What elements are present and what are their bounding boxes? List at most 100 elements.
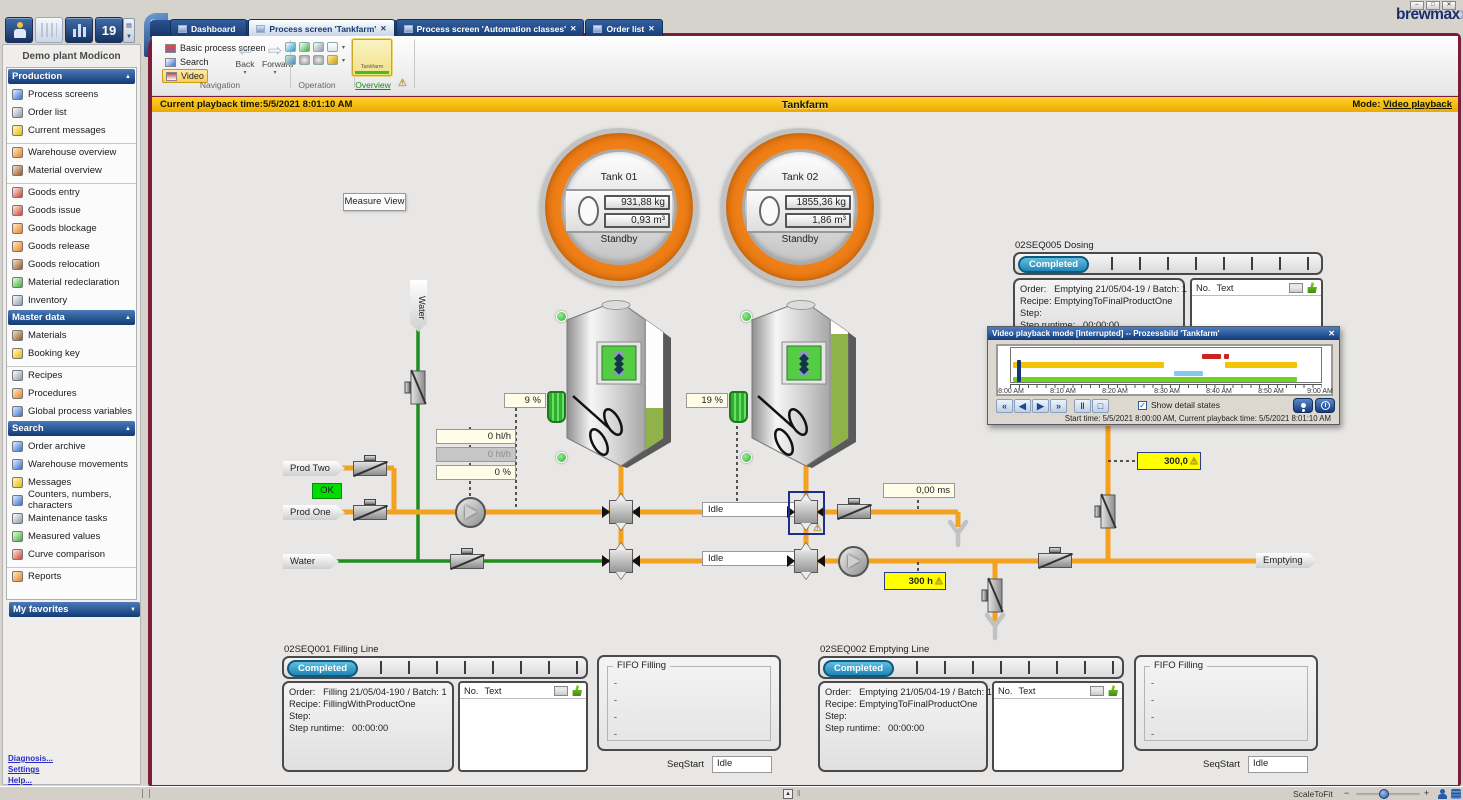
fast-forward-button[interactable]: » (1050, 399, 1067, 413)
transfer-valve[interactable] (837, 504, 871, 519)
timeline-playhead[interactable] (1016, 360, 1021, 382)
play-button[interactable]: ▶ (1032, 399, 1049, 413)
prod-two-valve[interactable] (353, 461, 387, 476)
sidebar-item[interactable]: Current messages (7, 121, 136, 139)
chevron-down-icon[interactable]: ▾ (243, 70, 247, 76)
water-tag[interactable]: Water (283, 554, 339, 569)
dosing-line-valve[interactable] (1100, 494, 1116, 529)
list-icon[interactable] (554, 685, 568, 696)
tank02-gauge[interactable]: Tank 02 1855,36 kg 1,86 m³ Standby (721, 128, 879, 286)
tab-close-icon[interactable]: ✕ (648, 24, 655, 33)
disabled-action-icon[interactable] (299, 55, 310, 65)
close-icon[interactable]: ✕ (1328, 329, 1335, 338)
water-source-tag[interactable]: Water (410, 280, 427, 332)
thumb-up-icon[interactable] (1307, 282, 1317, 293)
tab[interactable]: Process screen 'Automation classes' ✕ (395, 19, 585, 37)
prod-line-pump[interactable] (455, 497, 486, 528)
tank01-mass[interactable]: 931,88 kg (604, 194, 670, 210)
tank02-vessel[interactable] (748, 296, 862, 472)
sidebar-item[interactable]: Goods issue (7, 201, 136, 219)
sidebar-item[interactable]: Recipes (7, 366, 136, 384)
water-line-valve[interactable] (450, 554, 484, 569)
sidebar-item[interactable]: Goods blockage (7, 219, 136, 237)
section-header-master-data[interactable]: Master data▲ (8, 310, 135, 325)
scale-mode-label[interactable]: ScaleToFit (1293, 789, 1333, 799)
stop-button[interactable]: □ (1092, 399, 1109, 413)
thumb-tool-icon[interactable] (327, 55, 338, 65)
sidebar-item[interactable]: Curve comparison (7, 545, 136, 563)
grid-tool-icon[interactable] (285, 55, 296, 65)
sidebar-item[interactable]: Counters, numbers, characters (7, 489, 136, 511)
tab[interactable]: Dashboard (170, 19, 248, 37)
chevron-down-icon[interactable]: ▾ (342, 58, 346, 64)
seqstart-value[interactable]: Idle (1248, 756, 1308, 773)
sidebar-item[interactable]: Materials (7, 326, 136, 344)
sidebar-item[interactable]: Warehouse overview (7, 143, 136, 161)
sidebar-link[interactable]: Settings (8, 765, 40, 774)
sidebar-item[interactable]: Goods relocation (7, 255, 136, 273)
section-header-favorites[interactable]: My favorites▼ (9, 602, 140, 617)
tab[interactable]: Order list ✕ (585, 19, 663, 37)
list-icon[interactable] (1289, 282, 1303, 293)
seq001-status-badge[interactable]: Completed (287, 660, 359, 677)
sidebar-item[interactable]: Reports (7, 567, 136, 585)
seq002-step-bar[interactable]: Completed (818, 656, 1124, 679)
agitator1-speed[interactable]: 9 % (504, 393, 546, 408)
prod-one-tag[interactable]: Prod One (283, 505, 345, 520)
select-tool-icon[interactable] (285, 42, 296, 52)
drain-valve[interactable] (987, 578, 1003, 613)
sidebar-item[interactable]: Procedures (7, 384, 136, 402)
chevron-down-icon[interactable]: ▾ (273, 70, 277, 76)
user-status-icon[interactable] (1438, 789, 1447, 799)
timeline-plot[interactable] (1010, 347, 1322, 383)
quickbar-menu-button[interactable]: ▤▼ (123, 18, 135, 43)
sidebar-link[interactable]: Diagnosis... (8, 754, 53, 763)
tank01-vessel[interactable] (563, 296, 677, 472)
zoom-slider-knob[interactable] (1379, 789, 1389, 799)
agitator2-speed[interactable]: 19 % (686, 393, 728, 408)
seq005-message-table[interactable]: No. Text (1190, 278, 1323, 332)
tank01-volume[interactable]: 0,93 m³ (604, 212, 670, 228)
lasso-tool-icon[interactable] (313, 42, 324, 52)
tab[interactable]: Process screen 'Tankfarm' ✕ (248, 19, 395, 37)
seq001-message-table[interactable]: No. Text (458, 681, 588, 772)
chevron-down-icon[interactable]: ▾ (342, 45, 346, 51)
seq001-step-bar[interactable]: Completed (282, 656, 588, 679)
restore-button[interactable]: □ (1426, 1, 1440, 10)
sidebar-item[interactable]: Goods entry (7, 183, 136, 201)
tank01-lower-mixproof-valve[interactable] (602, 543, 640, 579)
overview-thumbnail[interactable]: Tankfarm (352, 39, 392, 76)
seqstart-value[interactable]: Idle (712, 756, 772, 773)
dosing-setpoint-box[interactable]: 300,0⚠ (1137, 452, 1201, 470)
rewind-button[interactable]: « (996, 399, 1013, 413)
video-playback-popup[interactable]: Video playback mode [Interrupted] -- Pro… (987, 326, 1340, 425)
close-button[interactable]: ✕ (1442, 1, 1456, 10)
seq005-status-badge[interactable]: Completed (1018, 256, 1090, 273)
database-status-icon[interactable] (1451, 789, 1461, 799)
thumb-up-icon[interactable] (1108, 685, 1118, 696)
basic-process-screen-button[interactable]: Basic process screen (162, 42, 269, 54)
flow-value-1[interactable]: 0 hl/h (436, 429, 516, 444)
sidebar-item[interactable]: Goods release (7, 237, 136, 255)
agitator1-motor-icon[interactable] (547, 391, 566, 423)
transfer-pump[interactable] (838, 546, 869, 577)
prod-two-tag[interactable]: Prod Two (283, 461, 345, 476)
list-icon[interactable] (1090, 685, 1104, 696)
sidebar-item[interactable]: Order archive (7, 437, 136, 455)
forward-button[interactable]: ⇨ Forward ▾ (262, 41, 294, 76)
process-control-button[interactable] (65, 17, 93, 43)
sidebar-item[interactable]: Material redeclaration (7, 273, 136, 291)
panel-resize-grip[interactable] (142, 789, 150, 798)
section-header-production[interactable]: Production▲ (8, 69, 135, 84)
tank02-volume[interactable]: 1,86 m³ (785, 212, 851, 228)
sidebar-item[interactable]: Inventory (7, 291, 136, 309)
zoom-out-button[interactable]: − (1344, 788, 1350, 798)
flow-value-3[interactable]: 0 % (436, 465, 516, 480)
ribbon-search-button[interactable]: Search (162, 56, 212, 68)
sidebar-item[interactable]: Process screens (7, 85, 136, 103)
zoom-in-button[interactable]: + (1424, 788, 1430, 798)
tank02-mass[interactable]: 1855,36 kg (785, 194, 851, 210)
seq002-message-table[interactable]: No. Text (992, 681, 1124, 772)
tank01-gauge[interactable]: Tank 01 931,88 kg 0,93 m³ Standby (540, 128, 698, 286)
tank02-lower-mixproof-valve[interactable] (787, 543, 825, 579)
